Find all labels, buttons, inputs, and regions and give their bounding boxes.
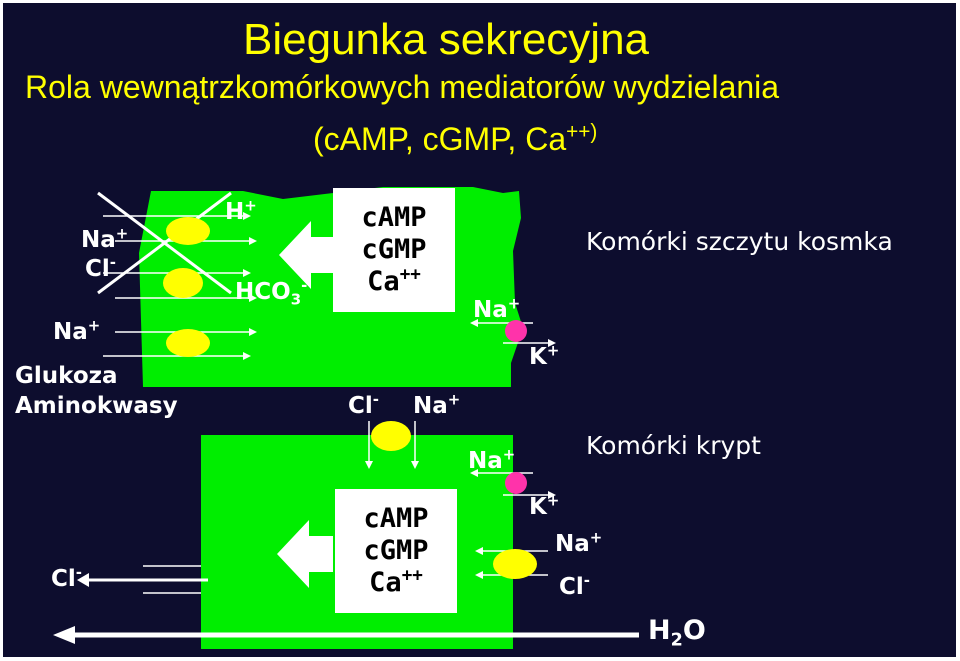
lower-mediators-box: cAMP cGMP Ca++ bbox=[335, 489, 457, 613]
carrier-ellipse-2 bbox=[163, 268, 203, 298]
cross-line-2 bbox=[97, 191, 232, 295]
mediator-ca-lower: Ca++ bbox=[369, 566, 423, 598]
slide-title: Biegunka sekrecyjna bbox=[243, 15, 650, 64]
slide-subtitle-line2: (cAMP, cGMP, Ca++) bbox=[313, 120, 598, 157]
mediator-cgmp: cGMP bbox=[361, 234, 427, 265]
mediator-ca: Ca++ bbox=[367, 265, 421, 297]
carrier-ellipse-4 bbox=[371, 421, 411, 451]
ion-hco3: HCO3- bbox=[235, 276, 308, 309]
ion-h: H+ bbox=[225, 196, 257, 225]
lower-big-arrow bbox=[277, 520, 333, 588]
label-water: H2O bbox=[648, 615, 706, 651]
mediator-cgmp-lower: cGMP bbox=[363, 535, 429, 566]
carrier-ellipse-3 bbox=[166, 329, 210, 357]
ion-na-lower-right: Na+ bbox=[468, 445, 516, 474]
ion-cl-lower-left: Cl- bbox=[51, 563, 82, 592]
upper-big-arrow bbox=[279, 221, 333, 289]
slide: Biegunka sekrecyjna Rola wewnątrzkomórko… bbox=[3, 3, 956, 657]
ion-cl-1: Cl- bbox=[85, 253, 116, 282]
ion-k-lower-right: K+ bbox=[529, 491, 560, 520]
ion-na-2: Na+ bbox=[53, 316, 101, 345]
ion-na-lower-side: Na+ bbox=[555, 528, 603, 557]
label-upper-cells: Komórki szczytu kosmka bbox=[586, 227, 893, 256]
carrier-ellipse-5 bbox=[493, 549, 537, 579]
label-aminokwasy: Aminokwasy bbox=[15, 393, 178, 419]
upper-pump bbox=[505, 320, 527, 342]
carrier-ellipse-1 bbox=[166, 217, 210, 245]
mediator-camp-lower: cAMP bbox=[363, 503, 429, 534]
label-lower-cells: Komórki krypt bbox=[586, 431, 761, 460]
slide-subtitle-line1: Rola wewnątrzkomórkowych mediatorów wydz… bbox=[25, 69, 780, 105]
upper-mediators-box: cAMP cGMP Ca++ bbox=[333, 188, 455, 312]
ion-k-upper-right: K+ bbox=[529, 341, 560, 370]
ion-cl-secretion: Cl- bbox=[348, 390, 379, 419]
label-glukoza: Glukoza bbox=[15, 363, 118, 389]
lower-pump bbox=[505, 472, 527, 494]
ion-na-upper-right: Na+ bbox=[473, 294, 521, 323]
ion-na-1: Na+ bbox=[81, 224, 129, 253]
ion-na-secretion: Na+ bbox=[413, 390, 461, 419]
ion-cl-lower-side: Cl- bbox=[559, 571, 590, 600]
mediator-camp: cAMP bbox=[361, 202, 427, 233]
